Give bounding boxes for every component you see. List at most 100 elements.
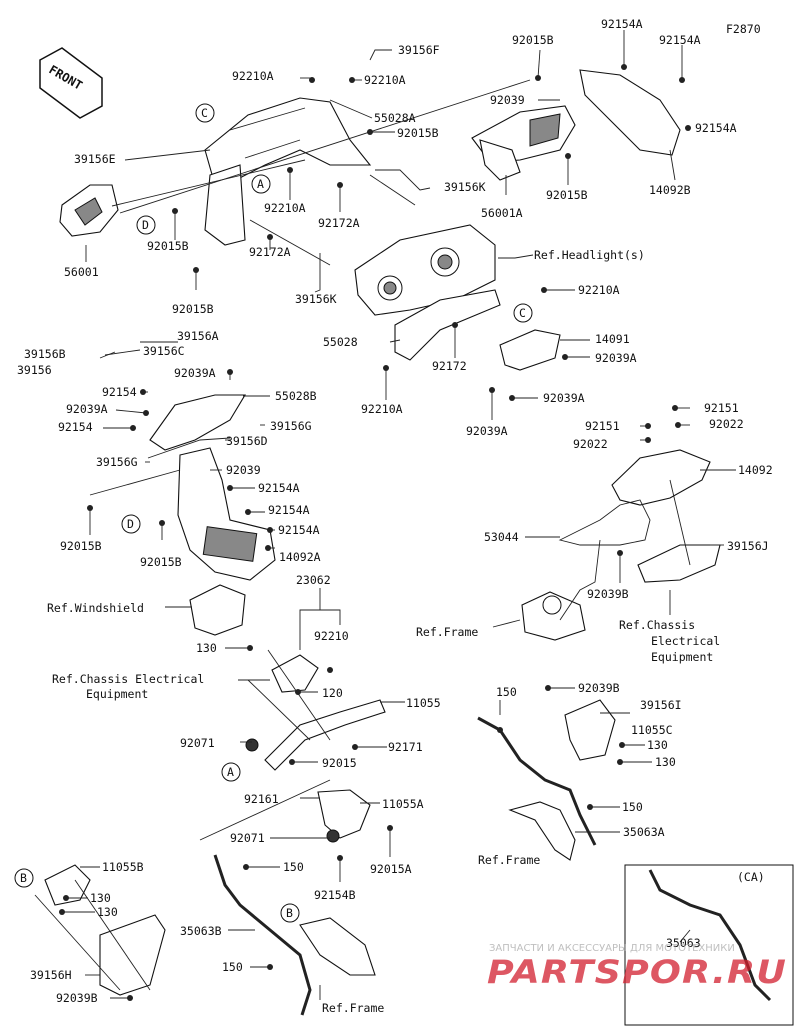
label-130: 130 bbox=[196, 641, 217, 655]
label-55028a: 55028A bbox=[374, 111, 416, 125]
label-39156d: 39156D bbox=[226, 434, 268, 448]
label-11055a: 11055A bbox=[382, 797, 424, 811]
label-39156k: 39156K bbox=[295, 292, 337, 306]
label-39156g: 39156G bbox=[270, 419, 312, 433]
svg-text:D: D bbox=[127, 517, 134, 531]
label-92210a: 92210A bbox=[232, 69, 274, 83]
label-11055b: 11055B bbox=[102, 860, 144, 874]
svg-text:A: A bbox=[227, 765, 234, 779]
label-39156c: 39156C bbox=[143, 344, 185, 358]
label-92039b: 92039B bbox=[56, 991, 98, 1005]
label-23062: 23062 bbox=[296, 573, 331, 587]
label-ref-frame: Ref.Frame bbox=[416, 625, 478, 639]
label-150: 150 bbox=[496, 685, 517, 699]
label-ref-frame: Ref.Frame bbox=[322, 1001, 384, 1015]
label-92015a: 92015A bbox=[370, 862, 412, 876]
ca-inset-box bbox=[624, 864, 794, 1026]
main-stay-11055-shape bbox=[264, 699, 386, 771]
label-35063a: 35063A bbox=[623, 825, 665, 839]
part-labels: 39156F 92210A 92210A 92015B 92154A 92154… bbox=[17, 17, 773, 1015]
label-ref-chassis-elec-line2: Equipment bbox=[86, 687, 148, 701]
label-92039a: 92039A bbox=[66, 402, 108, 416]
label-92154a: 92154A bbox=[695, 121, 737, 135]
label-130: 130 bbox=[97, 905, 118, 919]
cover-14091-shape bbox=[499, 329, 561, 371]
label-39156g: 39156G bbox=[96, 455, 138, 469]
label-120: 120 bbox=[322, 686, 343, 700]
figure-code: F2870 bbox=[726, 22, 761, 36]
label-92015b: 92015B bbox=[546, 188, 588, 202]
label-ref-windshield: Ref.Windshield bbox=[47, 601, 144, 615]
label-92039a: 92039A bbox=[174, 366, 216, 380]
label-ref-chassis-line1: Ref.Chassis bbox=[619, 618, 695, 632]
label-92151: 92151 bbox=[704, 401, 739, 415]
callout-circles: C A D C D A B B bbox=[14, 103, 533, 923]
label-92161: 92161 bbox=[244, 792, 279, 806]
callout-b-left: B bbox=[14, 868, 34, 888]
label-92210: 92210 bbox=[314, 629, 349, 643]
label-130: 130 bbox=[655, 755, 676, 769]
label-11055: 11055 bbox=[406, 696, 441, 710]
stay-11055a-shape bbox=[317, 789, 371, 839]
label-92039a: 92039A bbox=[543, 391, 585, 405]
label-92015b: 92015B bbox=[172, 302, 214, 316]
label-92154a: 92154A bbox=[601, 17, 643, 31]
label-92039a: 92039A bbox=[466, 424, 508, 438]
label-92154: 92154 bbox=[58, 420, 93, 434]
label-11055c: 11055C bbox=[631, 723, 673, 737]
label-150: 150 bbox=[283, 860, 304, 874]
label-35063b: 35063B bbox=[180, 924, 222, 938]
label-92071: 92071 bbox=[180, 736, 215, 750]
frame-ref-lower-shape bbox=[299, 917, 376, 976]
windshield-ref-shape bbox=[189, 584, 246, 636]
label-92039: 92039 bbox=[490, 93, 525, 107]
watermark: ЗАПЧАСТИ И АКСЕССУАРЫ ДЛЯ МОТОТЕХНИКИ PA… bbox=[487, 943, 787, 991]
callout-c-lower: C bbox=[513, 303, 533, 323]
ca-label: (CA) bbox=[737, 870, 765, 884]
bracket-35063a-shape bbox=[508, 801, 576, 861]
label-92172a: 92172A bbox=[249, 245, 291, 259]
label-39156h: 39156H bbox=[30, 968, 72, 982]
callout-a-lower: A bbox=[221, 762, 241, 782]
label-92071: 92071 bbox=[230, 831, 265, 845]
duct-shape bbox=[394, 289, 501, 361]
side-cover-right-shape bbox=[579, 69, 681, 156]
label-56001a: 56001A bbox=[481, 206, 523, 220]
frame-ref-upper-shape bbox=[521, 591, 586, 641]
front-arrow-icon: FRONT bbox=[39, 47, 103, 119]
label-92210a: 92210A bbox=[361, 402, 403, 416]
label-92022: 92022 bbox=[573, 437, 608, 451]
label-53044: 53044 bbox=[484, 530, 519, 544]
watermark-line2: PARTSPOR.RU bbox=[487, 953, 787, 991]
label-92154: 92154 bbox=[102, 385, 137, 399]
svg-text:B: B bbox=[20, 871, 27, 885]
label-92015b: 92015B bbox=[140, 555, 182, 569]
panel-39156h-shape bbox=[99, 914, 166, 996]
svg-text:D: D bbox=[142, 218, 149, 232]
label-ref-headlight: Ref.Headlight(s) bbox=[534, 248, 645, 262]
label-39156a: 39156A bbox=[177, 329, 219, 343]
callout-c-upper: C bbox=[195, 103, 215, 123]
label-39156e: 39156E bbox=[74, 152, 116, 166]
label-92154a: 92154A bbox=[659, 33, 701, 47]
bracket-39156j-shape bbox=[637, 544, 721, 583]
label-92039b: 92039B bbox=[587, 587, 629, 601]
label-92039: 92039 bbox=[226, 463, 261, 477]
meter-cover-shape bbox=[611, 449, 711, 506]
label-14091: 14091 bbox=[595, 332, 630, 346]
stay-23062-shape bbox=[271, 654, 319, 693]
bracket-11055b-shape bbox=[44, 864, 91, 906]
label-ref-chassis-elec-line1: Ref.Chassis Electrical bbox=[52, 672, 204, 686]
label-39156: 39156 bbox=[17, 363, 52, 377]
label-39156j: 39156J bbox=[727, 539, 769, 553]
label-92015: 92015 bbox=[322, 756, 357, 770]
label-92154a: 92154A bbox=[268, 503, 310, 517]
label-92154b: 92154B bbox=[314, 888, 356, 902]
label-130: 130 bbox=[90, 891, 111, 905]
label-39156i: 39156I bbox=[640, 698, 682, 712]
label-35063: 35063 bbox=[666, 936, 701, 950]
label-92210a: 92210A bbox=[264, 201, 306, 215]
label-39156f: 39156F bbox=[398, 43, 440, 57]
label-14092: 14092 bbox=[738, 463, 773, 477]
